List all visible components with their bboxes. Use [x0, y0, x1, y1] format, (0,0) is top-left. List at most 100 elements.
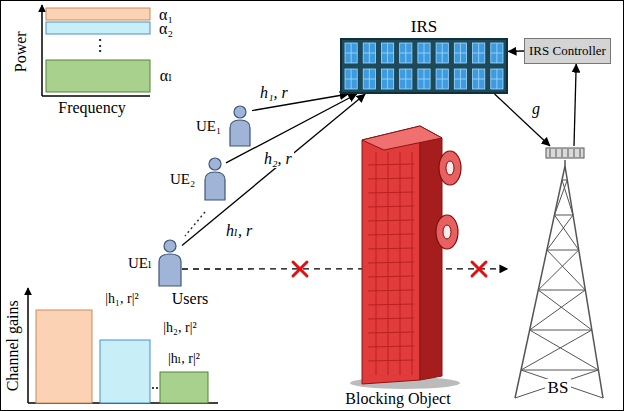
channel-gain-chart [28, 288, 218, 403]
blocked-mark [472, 262, 486, 276]
bs-label: BS [545, 379, 572, 398]
channel-label: h₁, r [258, 84, 290, 102]
irs-elements [363, 79, 375, 80]
irs-elements [418, 53, 430, 54]
power-chart [41, 5, 43, 96]
gain-bar [100, 340, 150, 403]
power-bar [46, 22, 150, 34]
irs-elements [436, 43, 448, 63]
controller-label: IRS Controller [529, 44, 606, 58]
irs-elements [363, 69, 375, 89]
bs-tower [538, 290, 585, 291]
irs-elements [454, 53, 466, 54]
bs-tower [515, 148, 603, 398]
channel-gain-chart [27, 288, 29, 403]
irs-elements [418, 79, 430, 80]
gain-bar [160, 372, 208, 403]
irs-elements [381, 69, 393, 89]
bs-tower [554, 215, 578, 250]
building-windows [368, 152, 414, 375]
bs-tower [530, 290, 586, 330]
channel-label: g [530, 100, 542, 118]
bs-tower [550, 149, 551, 157]
user-label: UE₁ [196, 118, 221, 135]
bs-tower [568, 149, 569, 157]
irs-elements [454, 69, 466, 89]
bs-tower [515, 166, 565, 398]
user-icon [209, 158, 221, 170]
gain-bar [36, 310, 92, 403]
building-windows [368, 346, 414, 347]
bs-tower [562, 149, 563, 157]
channel-link [182, 94, 365, 246]
user-node: UEₗ [128, 238, 182, 288]
building-windows [368, 164, 414, 165]
irs-elements [473, 69, 485, 89]
dish [439, 151, 461, 185]
irs-elements [400, 79, 412, 80]
bs-tower [515, 370, 598, 398]
building-windows [400, 152, 401, 375]
irs-elements [363, 53, 375, 54]
building-windows [388, 152, 389, 375]
bs-tower [547, 250, 585, 290]
building-front [362, 126, 420, 384]
building-windows [368, 206, 414, 207]
user-icon [230, 106, 250, 146]
irs-elements [345, 43, 357, 63]
channel-label: h₂, r [262, 150, 294, 168]
power-chart-label: α₂ [159, 20, 173, 38]
building-windows [368, 360, 414, 361]
irs-elements [381, 79, 393, 80]
bs-tower [554, 215, 573, 216]
building-windows [368, 304, 414, 305]
bs-tower [580, 149, 581, 157]
irs-elements [436, 53, 448, 54]
building-windows [368, 178, 414, 179]
bs-tower [556, 149, 557, 157]
building-windows [412, 152, 413, 375]
building-windows [368, 262, 414, 263]
bs-tower [547, 215, 573, 250]
building-windows [368, 234, 414, 235]
user-icon [230, 120, 250, 146]
irs-elements [381, 53, 393, 54]
building-windows [368, 318, 414, 319]
irs-panel: IRS [340, 38, 508, 94]
gain-ellipsis [152, 387, 158, 389]
irs-elements [345, 69, 357, 89]
user-icon [234, 106, 246, 118]
bs-tower [554, 180, 567, 215]
bs-antenna [546, 148, 584, 158]
base-station: BS [508, 146, 608, 402]
power-chart-label: αₗ [160, 67, 172, 85]
blocking-building [350, 126, 461, 389]
bs-tower [530, 330, 599, 370]
channel-label: hₗ, r [224, 222, 254, 240]
dish [436, 215, 458, 249]
bs-tower [538, 250, 578, 290]
building-windows [368, 290, 414, 291]
user-ellipsis [185, 212, 205, 236]
panel-heading: IRS [342, 18, 506, 37]
power-chart [42, 5, 150, 96]
bs-tower [574, 149, 575, 157]
user-icon [159, 240, 181, 286]
bs-tower [538, 290, 592, 330]
gain-chart-label: Channel gains [4, 300, 22, 391]
power-bar [46, 8, 150, 20]
user-node: UE₁ [196, 104, 252, 148]
irs-elements [473, 53, 485, 54]
irs-elements [363, 43, 375, 63]
building-windows [368, 276, 414, 277]
channel-link [574, 64, 576, 146]
irs-elements [454, 79, 466, 80]
building-windows [368, 220, 414, 221]
bs-tower [521, 330, 592, 370]
irs-elements [342, 40, 506, 92]
building-windows [368, 332, 414, 333]
irs-elements [436, 69, 448, 89]
irs-elements [454, 43, 466, 63]
